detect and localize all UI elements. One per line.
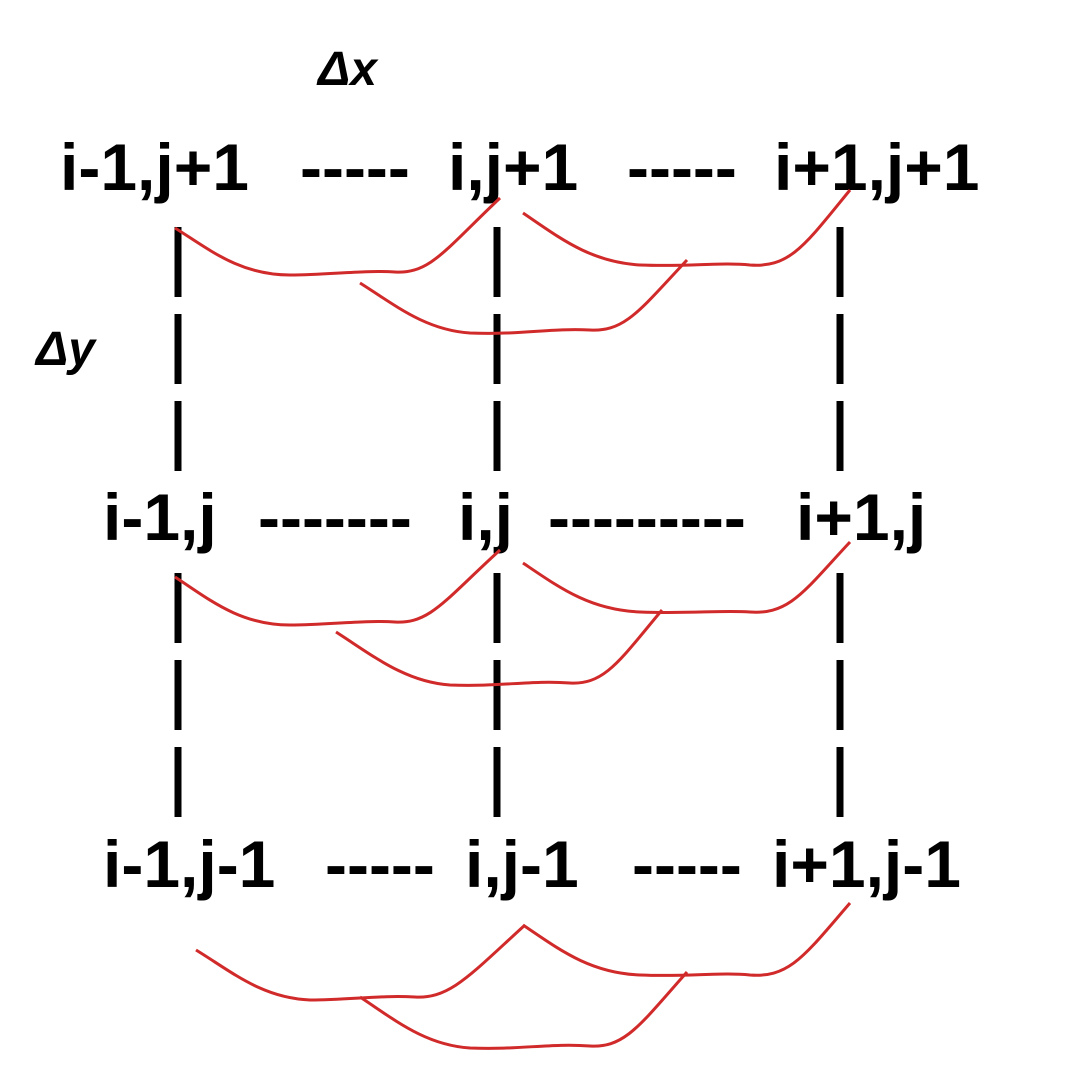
separator-middle-1: -------	[258, 480, 412, 554]
node-label-middle-left: i-1,j	[103, 480, 217, 554]
vertical-connectors	[174, 227, 844, 820]
node-label-middle-right: i+1,j	[796, 480, 926, 554]
node-label-top-right: i+1,j+1	[774, 130, 980, 204]
delta-y-label: Δy	[34, 323, 97, 376]
wave-top-3	[522, 189, 852, 267]
grid-row-bottom: i-1,j-1 ----- i,j-1 ----- i+1,j-1	[103, 827, 961, 901]
node-label-middle-mid: i,j	[458, 480, 513, 554]
grid-row-middle: i-1,j ------- i,j --------- i+1,j	[103, 480, 926, 554]
grid-row-top: i-1,j+1 ----- i,j+1 ----- i+1,j+1	[60, 130, 980, 204]
wave-top-2	[359, 258, 689, 335]
separator-middle-2: ---------	[548, 480, 746, 554]
wave-bottom-2	[359, 971, 689, 1050]
node-label-top-left: i-1,j+1	[60, 130, 249, 204]
separator-bottom-1: -----	[325, 827, 435, 901]
separator-top-1: -----	[300, 130, 410, 204]
wave-middle-3	[522, 540, 852, 615]
delta-x-label: Δx	[316, 43, 379, 96]
wave-middle-1	[174, 548, 502, 627]
wave-bottom-1	[195, 923, 527, 1002]
node-label-top-mid: i,j+1	[448, 130, 578, 204]
wave-bottom-3	[522, 902, 852, 977]
red-wave-curves	[174, 189, 852, 1050]
node-label-bottom-left: i-1,j-1	[103, 827, 275, 901]
separator-bottom-2: -----	[632, 827, 742, 901]
separator-top-2: -----	[627, 130, 737, 204]
node-label-bottom-mid: i,j-1	[465, 827, 579, 901]
wave-top-1	[174, 196, 502, 277]
node-label-bottom-right: i+1,j-1	[772, 827, 961, 901]
wave-middle-2	[335, 609, 664, 687]
